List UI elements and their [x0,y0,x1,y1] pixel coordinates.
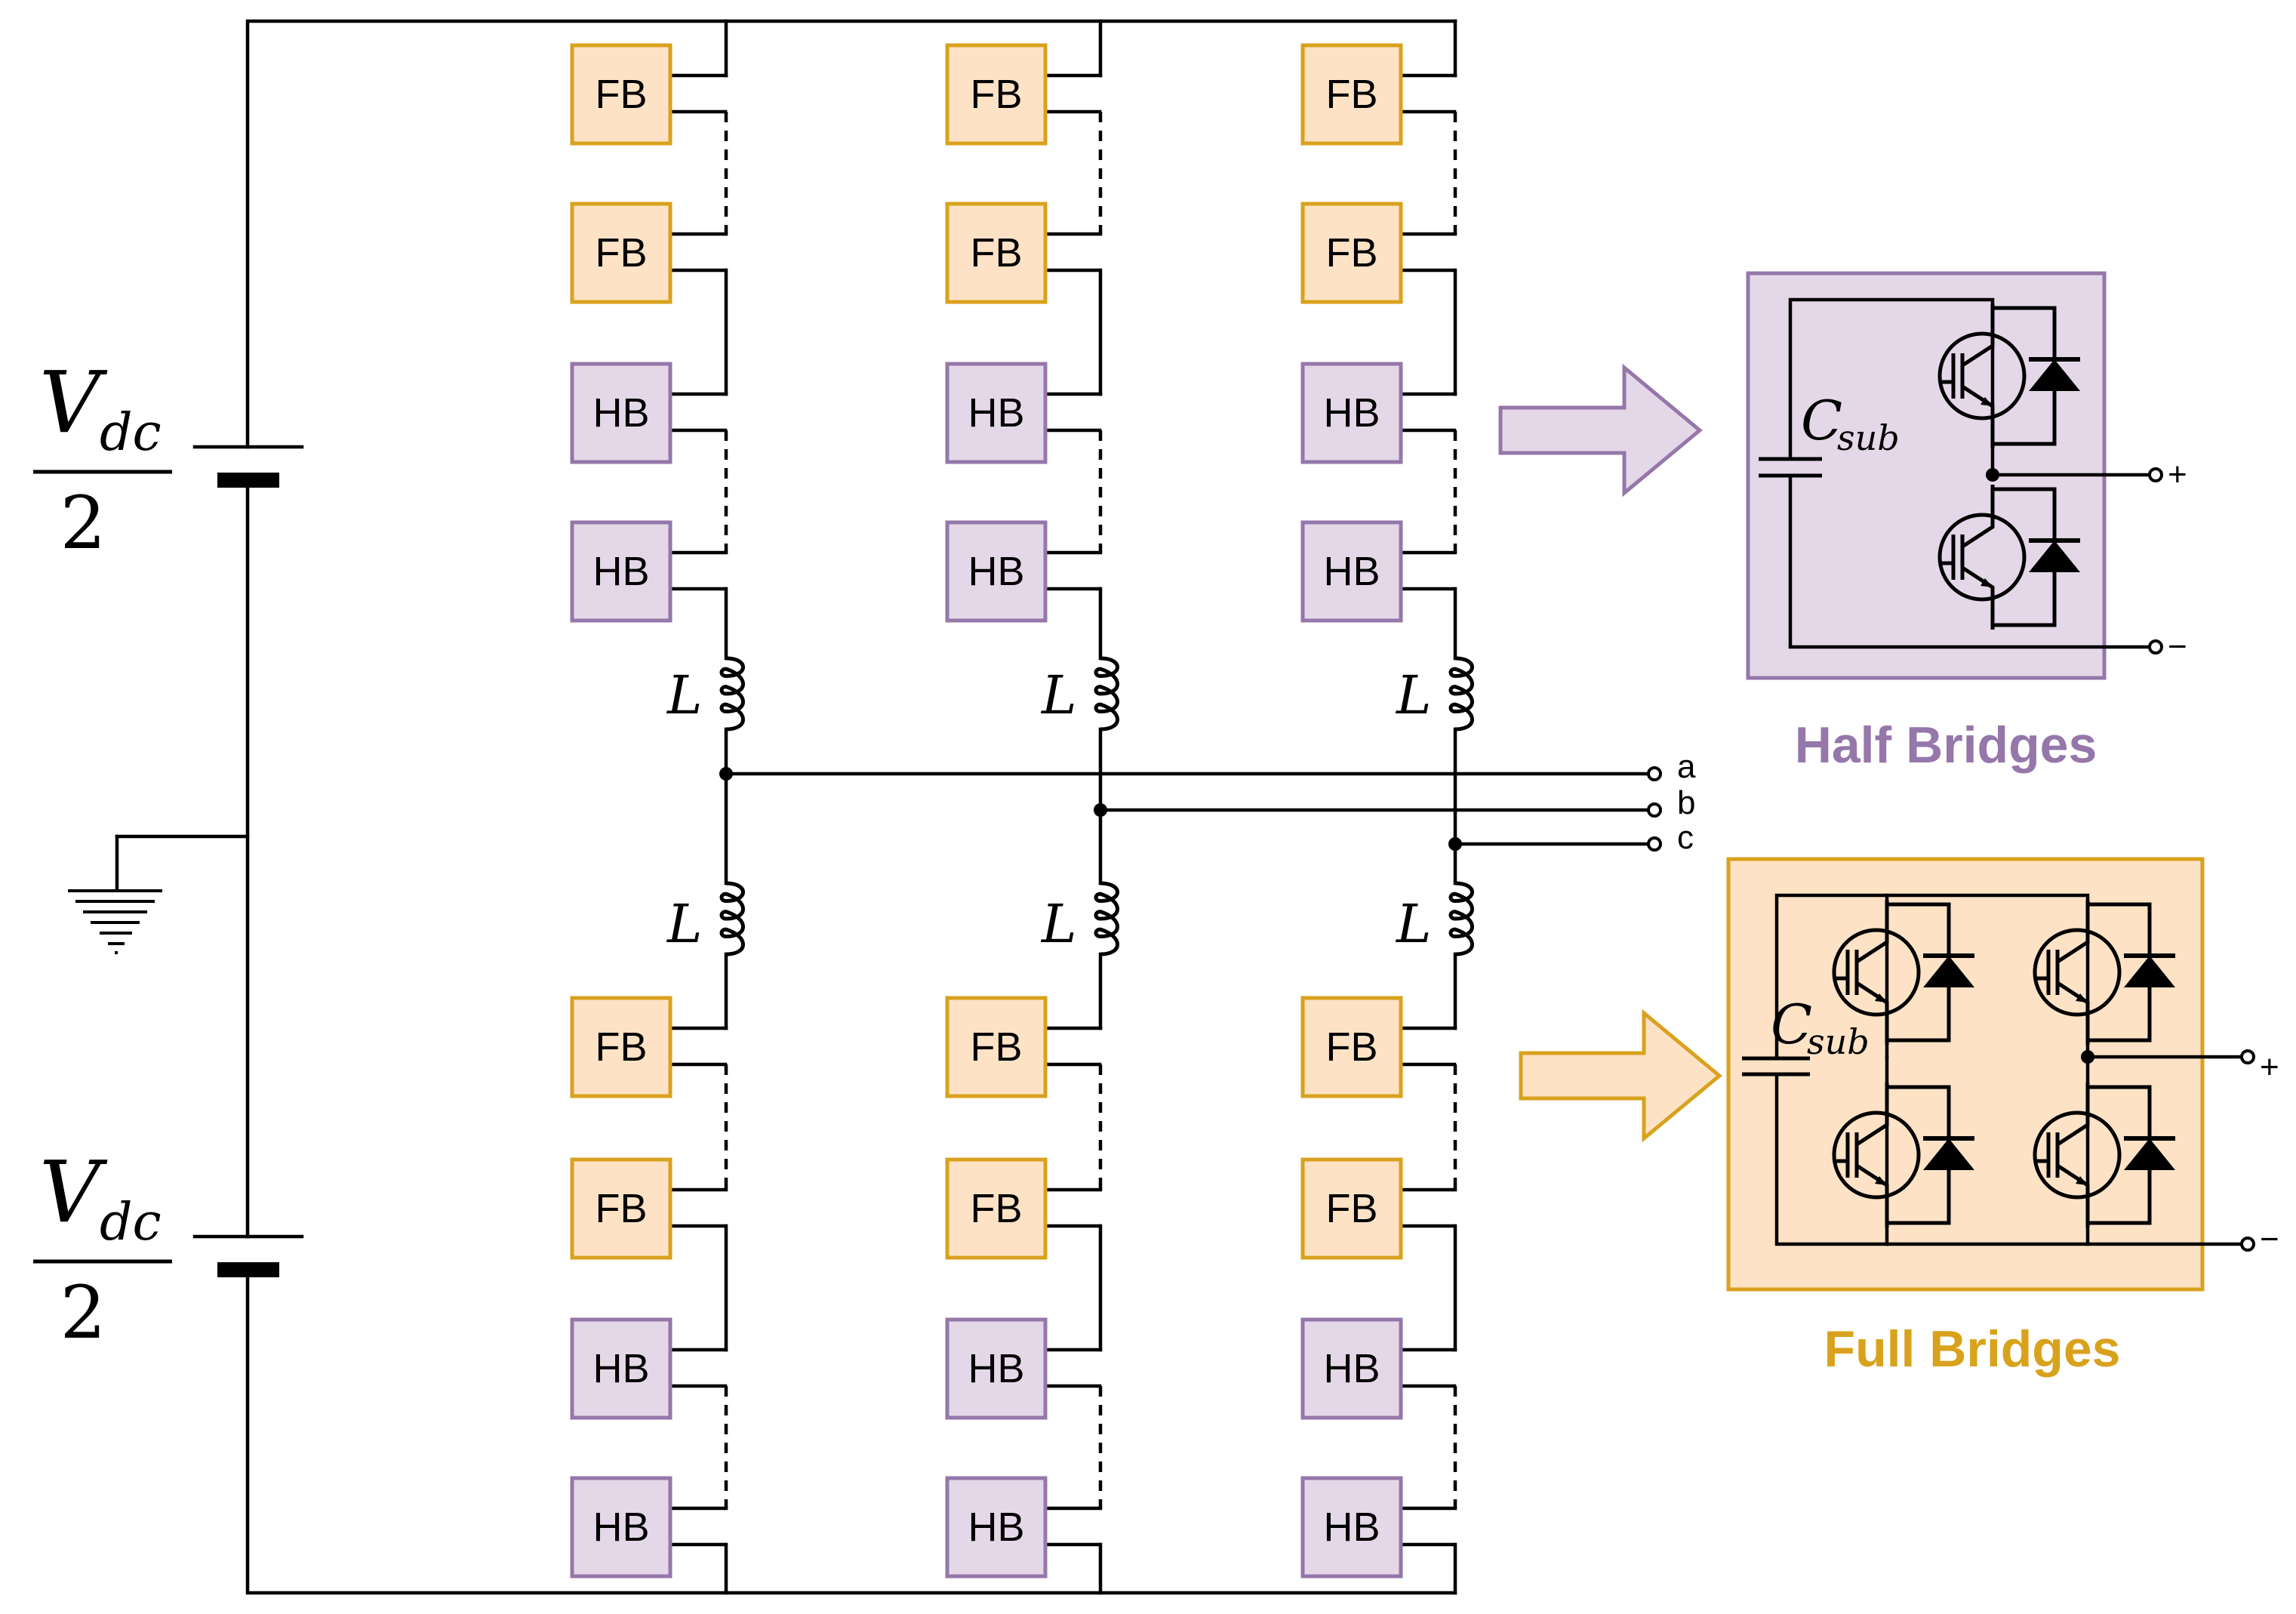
half-bridge-module: HB [1300,362,1403,464]
module-label: HB [968,549,1024,594]
fb-plus-terminal: + [2260,1049,2279,1086]
module-label: FB [595,72,647,117]
vdc-lower-denominator: 2 [60,1271,106,1355]
module-label: FB [1325,1024,1377,1070]
half-bridges-title: Half Bridges [1795,716,2097,774]
inductor-label: L [1040,893,1076,955]
circuit-wiring [245,19,1457,1595]
dc-source-upper: V dc 2 [33,354,304,565]
module-label: FB [970,230,1022,276]
vdc-upper-denominator: 2 [60,481,106,565]
inductor-icon [1094,881,1119,956]
full-bridge-module: FB [1300,996,1403,1098]
igbt-icon [1832,1083,1974,1227]
vdc-upper-v: V [39,354,108,452]
arm-inductors: L L L L L L [666,656,1474,956]
half-bridge-module: HB [570,1317,672,1420]
module-label: FB [595,1186,647,1231]
vdc-lower-v: V [39,1144,108,1242]
half-bridge-module: HB [570,1476,672,1579]
half-bridge-module: HB [570,362,672,464]
full-bridge-module: FB [945,1157,1048,1260]
half-bridge-module: HB [1300,1476,1403,1579]
module-label: HB [968,390,1024,436]
module-label: HB [968,1346,1024,1391]
hb-cap-sub: sub [1837,417,1900,458]
module-label: HB [592,390,649,436]
full-bridge-module: FB [570,996,672,1098]
module-label: HB [1323,390,1380,436]
half-bridge-module: HB [945,1317,1048,1420]
full-bridges-title: Full Bridges [1824,1320,2121,1378]
phase-a-label: a [1677,748,1696,785]
module-label: HB [1323,549,1380,594]
full-bridge-module: FB [570,43,672,146]
hb-minus-terminal: − [2168,628,2187,665]
full-bridge-arrow-icon [1519,1009,1722,1143]
phase-outputs: a b c [719,748,1696,856]
fb-cap-label: C [1771,993,1812,1056]
full-bridge-module: FB [1300,1157,1403,1260]
igbt-icon [2033,1083,2175,1227]
full-bridge-module: FB [945,202,1048,304]
module-label: FB [1325,1186,1377,1231]
module-label: FB [970,72,1022,117]
module-label: HB [592,1346,649,1391]
full-bridge-module: FB [1300,43,1403,146]
half-bridge-module: HB [570,520,672,623]
module-label: HB [1323,1505,1380,1550]
half-bridge-module: HB [1300,520,1403,623]
full-bridge-module: FB [570,202,672,304]
inductor-icon [1448,656,1474,732]
full-bridge-module: FB [945,43,1048,146]
module-label: HB [1323,1346,1380,1391]
igbt-icon [1937,485,2080,630]
half-bridge-module: HB [1300,1317,1403,1420]
igbt-icon [2033,900,2175,1045]
module-label: HB [592,1505,649,1550]
hb-cap-label: C [1801,389,1842,452]
full-bridge-module: FB [570,1157,672,1260]
module-label: HB [968,1505,1024,1550]
half-bridge-detail: + − C sub [1746,271,2187,680]
hb-plus-terminal: + [2168,456,2187,493]
vdc-lower-sub: dc [100,1193,162,1252]
half-bridge-module: HB [945,362,1048,464]
inductor-icon [1094,656,1119,732]
module-label: FB [595,1024,647,1070]
inductor-label: L [666,664,702,726]
module-label: HB [592,549,649,594]
ground-icon [68,834,250,954]
dc-source-lower: V dc 2 [33,1144,304,1355]
module-label: FB [1325,72,1377,117]
vdc-upper-sub: dc [100,403,162,463]
full-bridge-detail: + − C sub [1726,857,2279,1292]
fb-minus-terminal: − [2260,1221,2279,1258]
full-bridge-module: FB [945,996,1048,1098]
igbt-icon [1832,900,1974,1045]
phase-c-label: c [1677,819,1694,856]
igbt-icon [1937,303,2080,448]
module-label: FB [1325,230,1377,276]
half-bridge-module: HB [945,1476,1048,1579]
module-label: FB [970,1024,1022,1070]
phase-b-label: b [1677,784,1695,821]
inductor-label: L [1040,664,1076,726]
submodule-stack: FB FB HB HB FB FB HB HB FB FB HB HB FB FB HB HB FB FB HB HB… [570,43,1403,1579]
inductor-label: L [666,893,702,955]
fb-cap-sub: sub [1807,1021,1870,1062]
full-bridge-module: FB [1300,202,1403,304]
inductor-label: L [1395,664,1431,726]
half-bridge-module: HB [945,520,1048,623]
inductor-icon [719,656,745,732]
inductor-label: L [1395,893,1431,955]
module-label: FB [970,1186,1022,1231]
half-bridge-arrow-icon [1498,363,1703,497]
inductor-icon [719,881,745,956]
module-label: FB [595,230,647,276]
inductor-icon [1448,881,1474,956]
